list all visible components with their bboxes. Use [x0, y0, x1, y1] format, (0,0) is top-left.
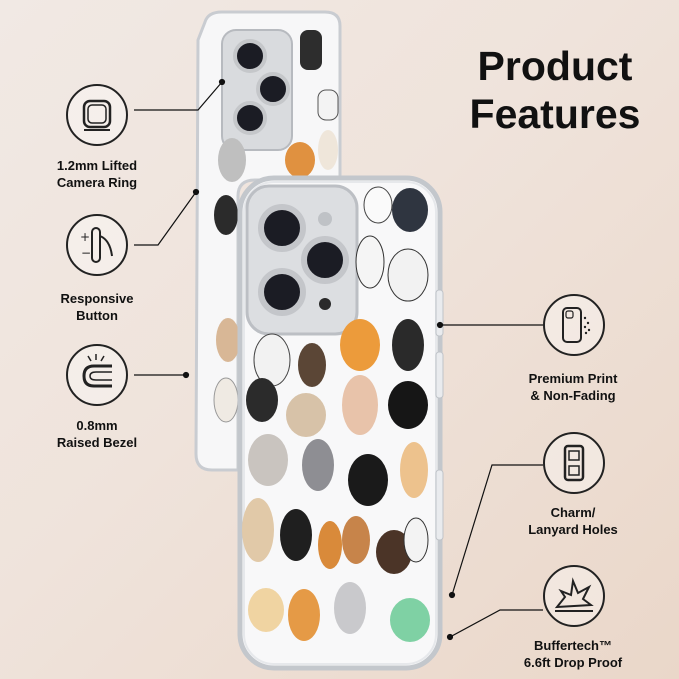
feature-circle-lanyard [543, 432, 605, 494]
print-icon [562, 307, 591, 343]
heading-line-1: Product [477, 43, 633, 89]
heading-line-2: Features [469, 91, 641, 137]
camera-ring-icon [82, 99, 112, 131]
shock-icon [554, 577, 594, 612]
svg-text:+: + [80, 230, 90, 244]
heading: Product Features [440, 42, 670, 138]
feature-circle-camera-ring [66, 84, 128, 146]
feature-circle-drop [543, 565, 605, 627]
feature-label-print: Premium Print& Non-Fading [528, 371, 618, 403]
button-icon: + − [80, 227, 113, 263]
bezel-icon [82, 354, 112, 388]
feature-circle-button: + − [66, 214, 128, 276]
svg-text:−: − [81, 246, 91, 260]
feature-circle-bezel [66, 344, 128, 406]
lanyard-hole-icon [563, 444, 585, 482]
feature-circle-print [543, 294, 605, 356]
cat-print-pattern [242, 186, 430, 642]
feature-label-lanyard: Charm/Lanyard Holes [528, 505, 618, 537]
